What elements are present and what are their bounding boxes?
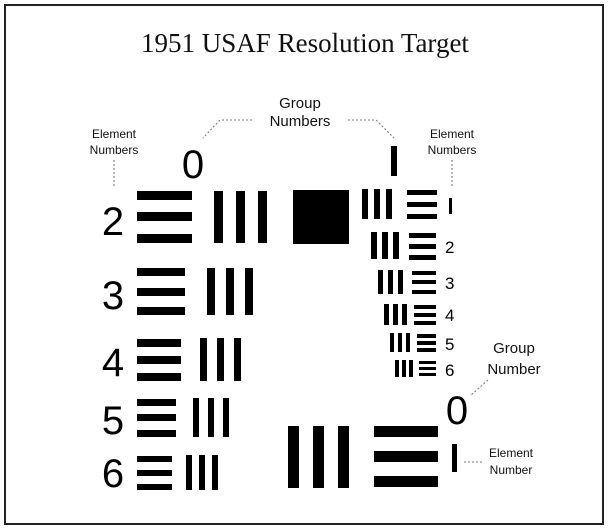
element-number-g0-5: 5 [102, 399, 124, 443]
bars-g1-e6 [395, 360, 436, 377]
element-number-bottom-line1: Element [489, 446, 534, 460]
element-number-g0-1 [452, 444, 457, 472]
bars-g0-e6 [137, 455, 218, 490]
element-number-g1-3: 3 [445, 274, 454, 293]
bars-g0-e2 [137, 191, 267, 243]
group-numbers-label-line2: Numbers [270, 113, 331, 130]
group-number-right-line2: Number [487, 361, 540, 378]
page-title: 1951 USAF Resolution Target [141, 28, 469, 58]
group-numbers-leader-right [348, 119, 395, 139]
element-number-g1-4: 4 [445, 306, 454, 325]
bars-g0-e3 [137, 268, 253, 315]
bars-g1-e4 [384, 304, 436, 325]
bars-g0-e1 [288, 426, 438, 488]
element-number-g1-6: 6 [445, 361, 454, 380]
element-number-g1-1 [449, 198, 452, 214]
element-numbers-left-line2: Numbers [90, 143, 139, 157]
element-number-g1-2: 2 [445, 238, 454, 257]
group-numbers-label-line1: Group [279, 95, 321, 112]
group-number-0: 0 [182, 143, 204, 187]
element-number-g0-3: 3 [102, 274, 124, 318]
bars-g0-e5 [137, 398, 229, 437]
element-number-g0-2: 2 [102, 200, 124, 244]
bars-g0-e4 [137, 338, 241, 381]
large-square [293, 190, 349, 244]
element-number-g0-4: 4 [102, 341, 124, 385]
group-number-1 [391, 146, 397, 176]
group-numbers-leader-left [202, 119, 252, 139]
element-number-bottom-line2: Number [490, 463, 533, 477]
group-number-right-leader [469, 379, 489, 397]
bars-g1-e5 [390, 333, 436, 352]
element-number-g0-6: 6 [102, 452, 124, 496]
element-numbers-right-line2: Numbers [428, 143, 477, 157]
bars-g1-e2 [371, 232, 436, 260]
bars-g1-e1 [362, 189, 437, 219]
element-number-g1-5: 5 [445, 335, 454, 354]
bars-g1-e3 [378, 270, 436, 294]
group-number-0-lower: 0 [446, 389, 468, 433]
target-frame [4, 4, 604, 525]
group-number-right-line1: Group [493, 340, 535, 357]
element-numbers-left-line1: Element [92, 127, 137, 141]
element-numbers-right-line1: Element [430, 127, 475, 141]
